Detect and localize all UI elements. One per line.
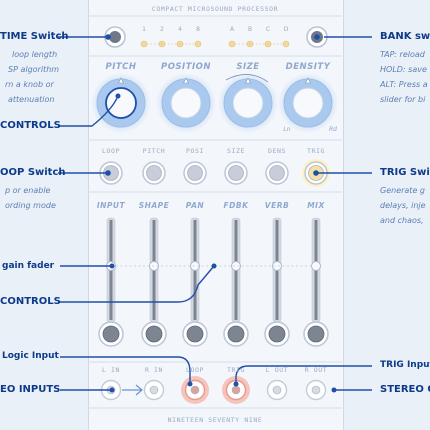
knob-position[interactable] bbox=[156, 73, 216, 133]
bank-switch-title: BANK swit bbox=[380, 31, 430, 42]
knob-label: DENSITY bbox=[285, 62, 331, 72]
gain-fader-title: gain fader bbox=[2, 261, 55, 271]
jack-label: L IN bbox=[101, 366, 121, 374]
led-label: B bbox=[247, 26, 253, 33]
jack-label: R OUT bbox=[304, 366, 328, 374]
led-label: C bbox=[265, 26, 271, 33]
fader-mix[interactable] bbox=[303, 217, 329, 347]
loop-switch-desc-1: p or enable bbox=[5, 186, 51, 195]
time-switch[interactable] bbox=[104, 26, 126, 48]
trig-switch-desc-1: Generate g bbox=[380, 186, 425, 195]
time-switch-title: TIME Switch bbox=[0, 31, 69, 42]
bank-switch-desc-3: ALT: Press a bbox=[380, 80, 428, 89]
button-label: DENS bbox=[267, 147, 287, 155]
jack-label: R IN bbox=[144, 366, 164, 374]
knob-label: POSITION bbox=[160, 62, 212, 72]
led-indicator bbox=[140, 40, 148, 48]
fader-label: FDBK bbox=[223, 201, 249, 210]
fader-label: PAN bbox=[185, 201, 205, 210]
time-switch-desc-3: rn a knob or bbox=[5, 80, 54, 89]
stereo-link-arrow bbox=[122, 384, 143, 396]
bank-switch-desc-4: slider for bi bbox=[380, 95, 426, 104]
loop-switch-desc-2: ording mode bbox=[5, 201, 56, 210]
led-indicator bbox=[228, 40, 236, 48]
density-scale-low: Ln bbox=[283, 126, 291, 133]
bank-switch-desc-2: HOLD: save bbox=[380, 65, 427, 74]
jack-label: L OUT bbox=[265, 366, 289, 374]
trig-input-title: TRIG Input bbox=[380, 360, 430, 370]
fader-label: INPUT bbox=[96, 201, 126, 210]
button-posi[interactable] bbox=[183, 161, 207, 185]
button-pitch[interactable] bbox=[142, 161, 166, 185]
callout-lines bbox=[58, 36, 372, 391]
knob-label: SIZE bbox=[236, 62, 260, 72]
button-loop[interactable] bbox=[99, 161, 123, 185]
fader-fdbk[interactable] bbox=[223, 217, 249, 347]
jack-r-out[interactable] bbox=[305, 379, 327, 401]
callout-dots bbox=[105, 34, 337, 393]
button-label: POSI bbox=[185, 147, 205, 155]
button-label: SIZE bbox=[226, 147, 246, 155]
knob-density[interactable] bbox=[278, 73, 338, 133]
jack-label: TRIG bbox=[226, 366, 246, 374]
button-label: PITCH bbox=[142, 147, 166, 155]
module-footer: NINETEEN SEVENTY NINE bbox=[167, 416, 263, 424]
knob-pitch[interactable] bbox=[91, 73, 151, 133]
trig-switch-desc-2: delays, inje bbox=[380, 201, 426, 210]
led-label: 2 bbox=[160, 26, 164, 33]
fader-label: VERB bbox=[264, 201, 290, 210]
fader-input[interactable] bbox=[98, 217, 124, 347]
density-scale-high: Rd bbox=[329, 126, 337, 133]
stereo-inputs-title: EO INPUTS bbox=[0, 384, 61, 395]
logic-input-title: Logic Input bbox=[2, 351, 59, 361]
time-switch-desc-2: SP algorithm bbox=[8, 65, 60, 74]
trig-switch-title: TRIG Switc bbox=[380, 167, 430, 178]
jack-label: LOOP bbox=[185, 366, 205, 374]
module-panel bbox=[88, 0, 344, 430]
jack-loop[interactable] bbox=[181, 376, 209, 404]
stereo-out-title: STEREO OU bbox=[380, 384, 430, 395]
led-label: D bbox=[283, 26, 289, 33]
led-label: 8 bbox=[196, 26, 200, 33]
fader-verb[interactable] bbox=[264, 217, 290, 347]
time-switch-desc-4: attenuation bbox=[8, 95, 55, 104]
module-title: COMPACT MICROSOUND PROCESSOR bbox=[151, 5, 279, 13]
time-switch-desc-1: loop length bbox=[12, 50, 58, 59]
led-indicator bbox=[282, 40, 290, 48]
bank-switch-desc-1: TAP: reload bbox=[380, 50, 425, 59]
knob-label: PITCH bbox=[105, 62, 137, 72]
fader-shape[interactable] bbox=[141, 217, 167, 347]
controls-1-title: CONTROLS bbox=[0, 120, 61, 131]
fader-label: MIX bbox=[307, 201, 325, 210]
knob-size[interactable] bbox=[218, 73, 278, 133]
led-label: A bbox=[229, 26, 235, 33]
jack-r-in[interactable] bbox=[143, 379, 165, 401]
fader-label: SHAPE bbox=[138, 201, 170, 210]
led-label: 1 bbox=[142, 26, 146, 33]
trig-switch-desc-3: and chaos, bbox=[380, 216, 424, 225]
led-label: 4 bbox=[178, 26, 182, 33]
button-label: TRIG bbox=[306, 147, 326, 155]
jack-l-out[interactable] bbox=[266, 379, 288, 401]
fader-pan[interactable] bbox=[182, 217, 208, 347]
button-label: LOOP bbox=[101, 147, 121, 155]
button-dens[interactable] bbox=[265, 161, 289, 185]
controls-2-title: CONTROLS bbox=[0, 296, 61, 307]
button-size[interactable] bbox=[224, 161, 248, 185]
led-indicator bbox=[194, 40, 202, 48]
loop-switch-title: OOP Switch bbox=[0, 167, 66, 178]
